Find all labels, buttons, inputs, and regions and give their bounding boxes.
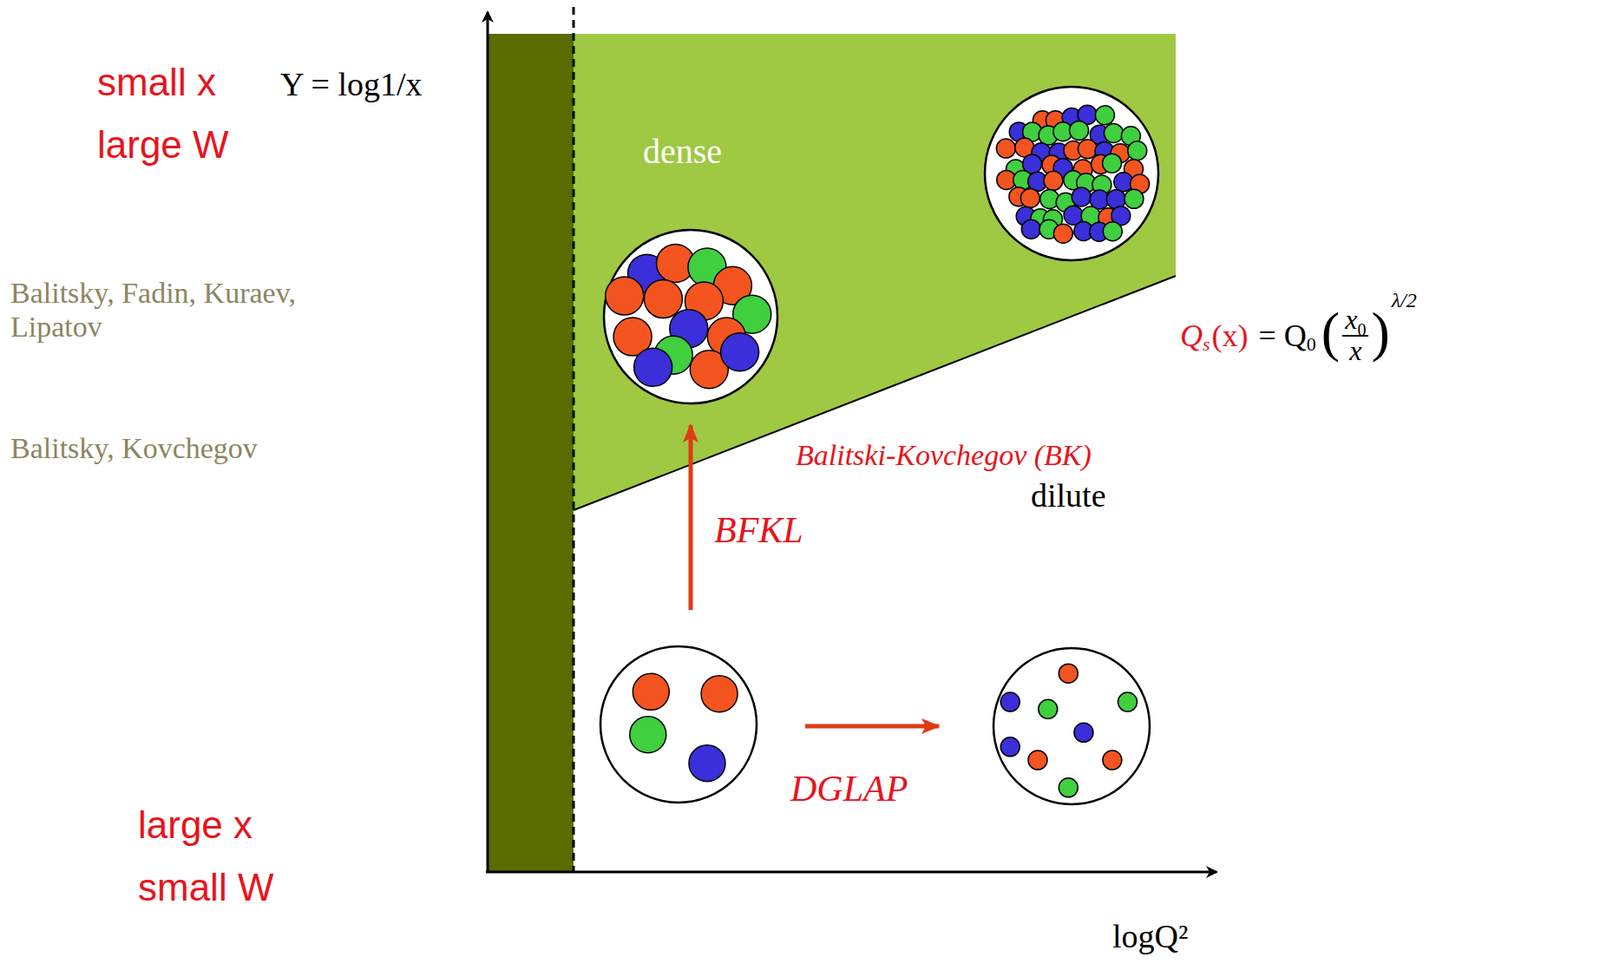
parton: [1102, 750, 1122, 770]
parton: [1095, 105, 1115, 125]
parton: [688, 745, 726, 782]
numerator: x0: [1342, 305, 1369, 337]
parton: [1117, 692, 1137, 712]
axis-label: dense: [642, 131, 722, 172]
parton: [1058, 778, 1078, 798]
parton: [1021, 219, 1041, 239]
axis-label: large W: [97, 123, 230, 168]
bfkl-arrow: [688, 425, 694, 610]
formula-part: = Q: [1259, 317, 1307, 355]
formula-part: Q: [1180, 317, 1203, 355]
axis-label: Balitski-Kovchegov (BK): [795, 438, 1092, 473]
axis-label: dilute: [1030, 477, 1107, 516]
parton: [629, 716, 667, 754]
denominator: x: [1349, 336, 1362, 367]
formula-part: x: [1344, 303, 1358, 335]
dglap-arrow: [805, 724, 939, 729]
parton: [1101, 153, 1122, 173]
axis-label: Balitsky, Fadin, Kuraev, Lipatov: [10, 275, 297, 344]
parton: [996, 138, 1016, 158]
x-axis: [485, 871, 1217, 874]
formula-part: (: [1321, 304, 1340, 361]
parton: [1127, 141, 1148, 161]
y-axis: [486, 12, 490, 873]
formula-part: ): [1370, 304, 1390, 361]
nonperturbative-band: [488, 33, 574, 873]
fraction: x0x: [1342, 305, 1369, 366]
axis-label: large x: [137, 803, 253, 848]
parton: [701, 675, 738, 713]
proton-circle: [984, 86, 1159, 261]
axis-label: BFKL: [714, 509, 804, 551]
saturation-formula: Qs(x)= Q0(x0x)λ/2: [1180, 305, 1417, 366]
axis-label: Balitsky, Kovchegov: [10, 431, 258, 466]
dashed-line: [572, 6, 576, 873]
parton: [1058, 663, 1078, 683]
parton: [1000, 737, 1020, 757]
parton: [1038, 699, 1058, 719]
parton: [1020, 188, 1040, 208]
formula-part: λ/2: [1391, 288, 1417, 313]
parton: [605, 276, 644, 315]
axis-label: small W: [137, 865, 274, 911]
parton: [634, 347, 673, 387]
parton: [643, 280, 682, 319]
axis-label: DGLAP: [790, 767, 908, 810]
formula-part: s: [1202, 333, 1211, 356]
axis-label: logQ²: [1112, 918, 1188, 957]
axis-label: small x: [97, 60, 217, 105]
proton-circle: [600, 646, 757, 803]
parton: [1103, 124, 1123, 144]
parton: [1069, 120, 1089, 140]
parton: [1053, 223, 1073, 243]
axis-label: Y = log1/x: [280, 65, 423, 105]
formula-part: x: [1349, 334, 1362, 367]
parton: [1043, 170, 1063, 191]
parton: [632, 673, 669, 710]
parton: [1074, 722, 1094, 742]
proton-circle: [993, 648, 1150, 805]
formula-part: (x): [1212, 317, 1249, 355]
parton: [1071, 187, 1091, 207]
parton: [1077, 139, 1097, 159]
parton: [721, 333, 760, 372]
proton-circle: [603, 229, 778, 404]
parton: [1000, 692, 1020, 712]
parton: [1028, 750, 1048, 770]
parton: [1124, 189, 1144, 209]
formula-part: 0: [1306, 333, 1317, 356]
proton-circles: [600, 86, 1159, 805]
dense-region: [573, 33, 1176, 511]
parton: [1102, 222, 1122, 242]
